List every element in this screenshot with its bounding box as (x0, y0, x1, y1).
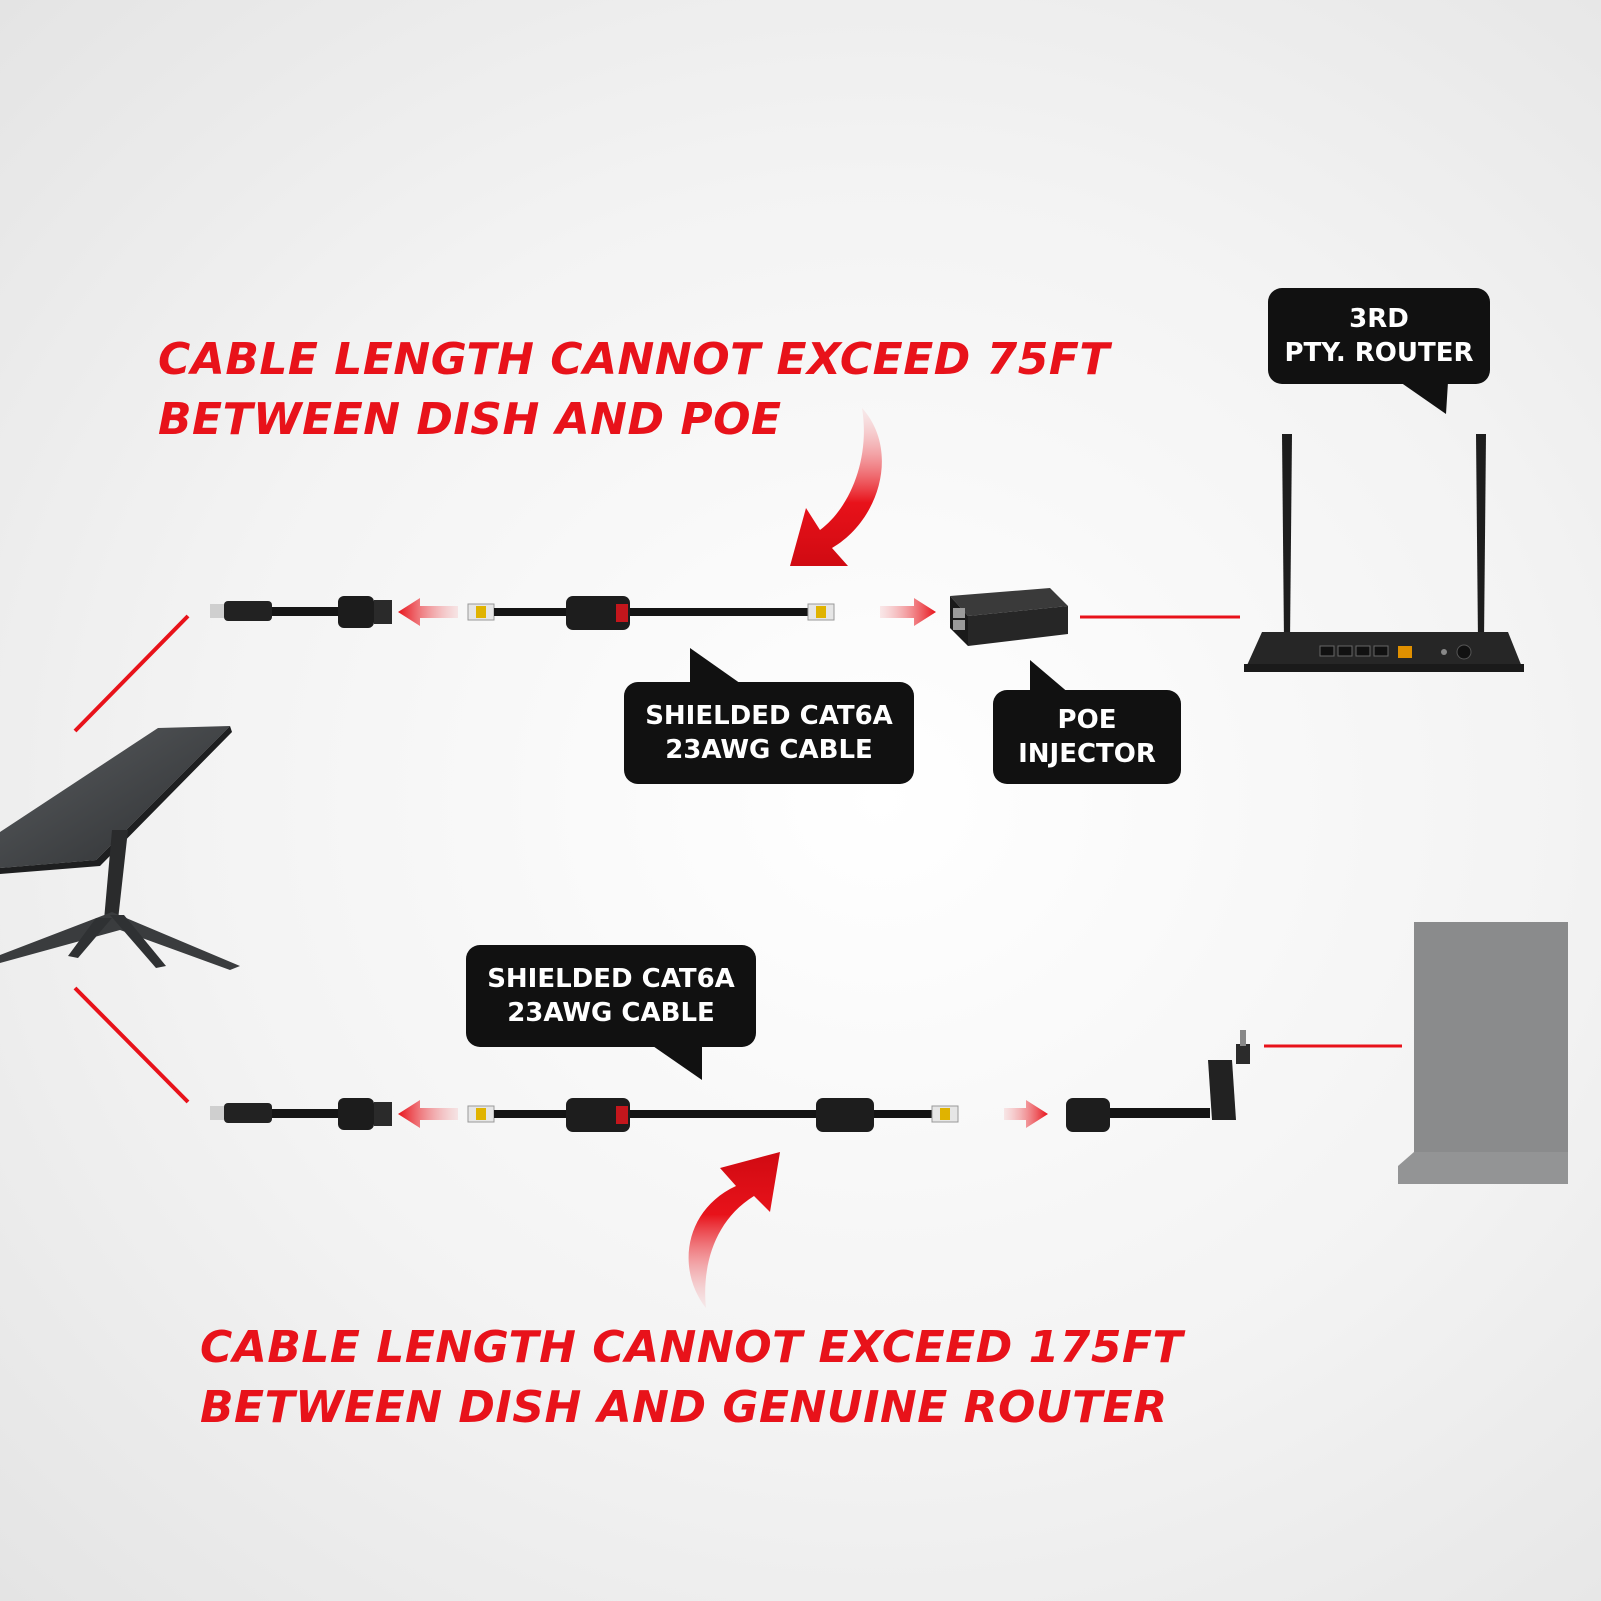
poe-injector-icon (950, 588, 1068, 646)
curved-arrow-bottom (688, 1152, 780, 1308)
callout-router-line2: PTY. ROUTER (1284, 338, 1474, 368)
callout-poe-tail (1030, 660, 1070, 694)
router-icon (1244, 434, 1524, 672)
arrow-right-bottom (1004, 1100, 1048, 1128)
callout-cable-top-line1: SHIELDED CAT6A (645, 701, 893, 731)
callout-poe-line2: INJECTOR (1018, 739, 1156, 769)
caption-top-line1: CABLE LENGTH CANNOT EXCEED 75FT (158, 334, 1110, 385)
callout-cable-bottom-line1: SHIELDED CAT6A (487, 964, 735, 994)
ethernet-cable-icon (210, 1098, 392, 1130)
callout-cable-top: SHIELDED CAT6A 23AWG CABLE (624, 682, 914, 784)
callout-cable-bottom: SHIELDED CAT6A 23AWG CABLE (466, 945, 756, 1047)
ethernet-cable-icon (467, 1098, 959, 1132)
arrow-left-top (398, 598, 458, 626)
curved-arrow-top (790, 408, 882, 566)
genuine-router-icon (1398, 922, 1568, 1184)
callout-cable-top-tail (690, 648, 744, 686)
callout-cable-bottom-line2: 23AWG CABLE (507, 998, 715, 1028)
caption-bottom-limit: CABLE LENGTH CANNOT EXCEED 175FT BETWEEN… (200, 1318, 1183, 1438)
callout-router-line1: 3RD (1349, 304, 1409, 334)
callout-router-tail (1400, 382, 1448, 414)
callout-poe: POE INJECTOR (993, 690, 1181, 784)
ethernet-cable-icon (467, 596, 835, 630)
caption-top-line2: BETWEEN DISH AND POE (158, 394, 782, 445)
ethernet-cable-icon (210, 596, 392, 628)
satellite-dish-icon (0, 726, 240, 970)
dish-guide-line-top (73, 614, 190, 733)
caption-top-limit: CABLE LENGTH CANNOT EXCEED 75FT BETWEEN … (158, 330, 1110, 450)
arrow-right-top (880, 598, 936, 626)
dish-guide-line-bottom (73, 986, 190, 1104)
callout-cable-top-line2: 23AWG CABLE (665, 735, 873, 765)
callout-poe-line1: POE (1057, 705, 1117, 735)
caption-bottom-line2: BETWEEN DISH AND GENUINE ROUTER (200, 1382, 1168, 1433)
caption-bottom-line1: CABLE LENGTH CANNOT EXCEED 175FT (200, 1322, 1184, 1373)
arrow-left-bottom (398, 1100, 458, 1128)
callout-cable-bottom-tail (650, 1044, 702, 1080)
router-cable-icon (1066, 1030, 1250, 1132)
callout-router: 3RD PTY. ROUTER (1268, 288, 1490, 384)
